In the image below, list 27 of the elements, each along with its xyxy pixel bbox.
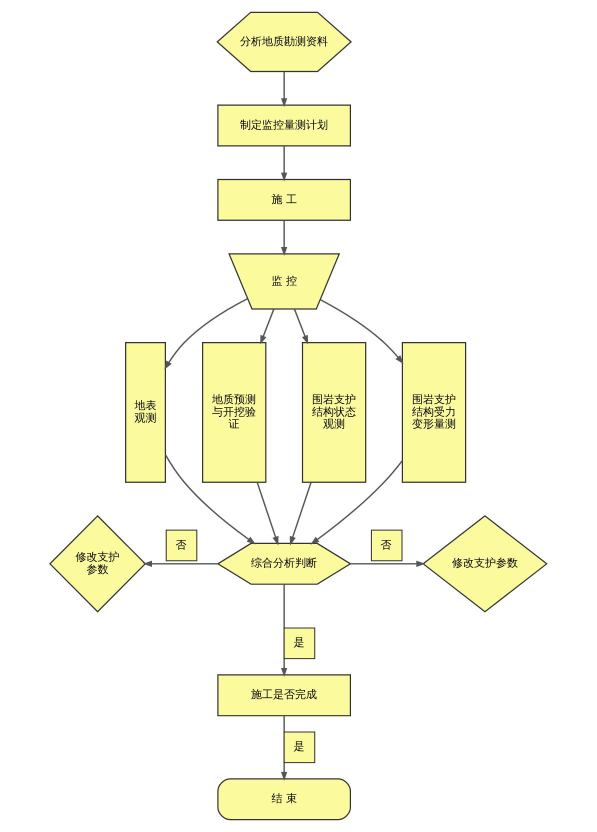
arrow (143, 560, 218, 567)
arrow (260, 308, 274, 344)
node-box: 施工是否完成 (217, 674, 352, 716)
node-box: 围岩支护结构状态观测 (302, 342, 366, 483)
node-box: 施 工 (217, 178, 352, 221)
edge-label: 否 (175, 538, 186, 552)
arrow (310, 460, 403, 545)
arrow (281, 72, 288, 108)
arrow (320, 299, 404, 364)
edge-label: 是 (293, 636, 304, 650)
arrow (350, 560, 426, 567)
arrow (281, 146, 288, 182)
node-box: 地质预测与开挖验证 (202, 342, 266, 483)
node-box: 围岩支护结构受力变形量测 (402, 342, 466, 483)
edge-label: 是 (293, 740, 304, 754)
node-diamond: 修改支护参数 (49, 515, 146, 613)
arrow (281, 220, 288, 256)
arrow (164, 454, 256, 544)
arrow (164, 298, 248, 370)
node-box: 结 束 (217, 778, 352, 820)
node-box: 制定监控量测计划 (217, 104, 352, 146)
arrow (290, 482, 312, 546)
edge-label: 否 (380, 538, 392, 552)
arrow (256, 482, 278, 546)
arrow (294, 308, 308, 344)
node-diamond: 修改支护参数 (422, 515, 548, 612)
node-box: 地表观测 (125, 342, 166, 483)
